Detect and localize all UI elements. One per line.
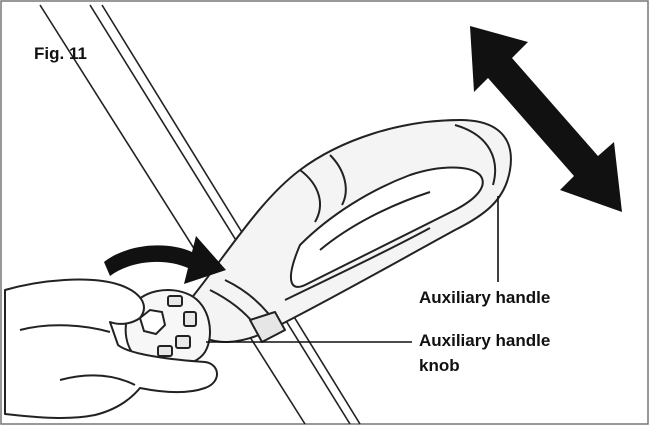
auxiliary-handle-knob-drawing: [124, 289, 211, 368]
auxiliary-handle-drawing: [189, 119, 512, 343]
hand-drawing: [4, 278, 218, 419]
figure-number: Fig. 11: [34, 44, 87, 63]
callout-lines: [206, 196, 499, 343]
callout-auxiliary-handle-knob-line1: Auxiliary handle: [419, 331, 551, 350]
double-arrow-icon: [470, 26, 622, 212]
callout-auxiliary-handle: Auxiliary handle: [419, 288, 551, 307]
callout-auxiliary-handle-knob-line2: knob: [419, 356, 460, 375]
curved-arrow-icon: [104, 236, 226, 284]
trimmer-shaft: [39, 4, 361, 425]
